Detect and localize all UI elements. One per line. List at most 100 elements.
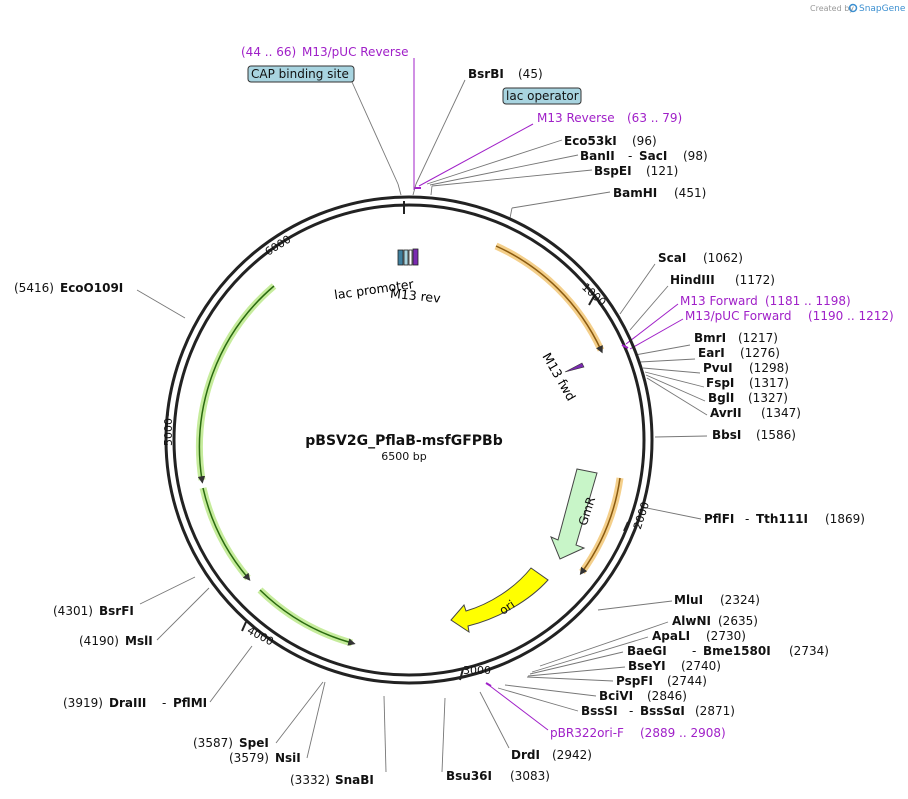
backbone	[164, 195, 654, 685]
site-bme1580i-name: Bme1580I	[703, 644, 771, 658]
site-scai-pos: (1062)	[703, 251, 743, 265]
gmr-feature: GmR	[550, 468, 598, 560]
site-bsssi-pos: (2871)	[695, 704, 735, 718]
site-banii-pos: (98)	[683, 149, 708, 163]
site-pflfi-sep: -	[745, 512, 749, 526]
site-bseyi-name: BseYI	[628, 659, 666, 673]
m13-rev-label: M13 rev	[389, 286, 442, 306]
site-nsii-name: NsiI	[275, 751, 301, 765]
primer-m13-fwd-range: (1181 .. 1198)	[765, 294, 851, 308]
site-draiii-sep: -	[162, 696, 166, 710]
primer-m13puc-fwd-name: M13/pUC Forward	[685, 309, 792, 323]
site-bspei-pos: (121)	[646, 164, 678, 178]
site-hindiii-name: HindIII	[670, 273, 715, 287]
primer-m13puc-rev-name: M13/pUC Reverse	[302, 45, 409, 59]
site-bsrfi-name: BsrFI	[99, 604, 134, 618]
site-mlui-name: MluI	[674, 593, 703, 607]
site-spei-pos: (3587)	[193, 736, 233, 750]
site-tth111i-name: Tth111I	[756, 512, 808, 526]
credit-prefix: Created by	[810, 4, 854, 13]
site-spei-name: SpeI	[239, 736, 269, 750]
site-bsu36i-pos: (3083)	[510, 769, 550, 783]
gfp-arcs	[196, 283, 356, 647]
site-bsssi-name: BssSI	[581, 704, 618, 718]
site-eari-name: EarI	[698, 346, 725, 360]
site-bsrfi-pos: (4301)	[53, 604, 93, 618]
primer-m13-rev-range: (63 .. 79)	[627, 111, 682, 125]
site-bgli-name: BglI	[708, 391, 734, 405]
site-nsii-pos: (3579)	[229, 751, 269, 765]
tick-label-4000: 4000	[245, 624, 276, 649]
site-bseyi-pos: (2740)	[681, 659, 721, 673]
site-pflfi-pos: (1869)	[825, 512, 865, 526]
orf-arc-top	[494, 242, 605, 354]
site-apali-name: ApaLI	[652, 629, 690, 643]
site-bmri-name: BmrI	[694, 331, 726, 345]
site-bsssai-name: BssSαI	[640, 704, 685, 718]
site-eco0109i-name: EcoO109I	[60, 281, 123, 295]
site-baegi-pos: (2734)	[789, 644, 829, 658]
site-eco53ki-pos: (96)	[632, 134, 657, 148]
site-msli-pos: (4190)	[79, 634, 119, 648]
site-bamhi-pos: (451)	[674, 186, 706, 200]
primer-m13-rev-name: M13 Reverse	[537, 111, 615, 125]
tick-label-1000: 1000	[579, 281, 609, 309]
site-pvui-name: PvuI	[703, 361, 733, 375]
site-alwni-pos: (2635)	[718, 614, 758, 628]
tick-label-5000: 5000	[162, 418, 175, 446]
site-fspi-pos: (1317)	[749, 376, 789, 390]
site-bcivi-name: BciVI	[599, 689, 633, 703]
primer-pbr-range: (2889 .. 2908)	[640, 726, 726, 740]
site-fspi-name: FspI	[706, 376, 734, 390]
site-bgli-pos: (1327)	[748, 391, 788, 405]
site-bsssi-sep: -	[629, 704, 633, 718]
site-bsu36i-name: Bsu36I	[446, 769, 492, 783]
plasmid-name: pBSV2G_PflaB-msfGFPBb	[305, 433, 502, 449]
leader-lines	[136, 79, 708, 773]
lac-features	[397, 187, 629, 687]
plasmid-length: 6500 bp	[381, 450, 426, 463]
site-alwni-name: AlwNI	[672, 614, 711, 628]
site-draiii-pos: (3919)	[63, 696, 103, 710]
site-banii-name: BanII	[580, 149, 615, 163]
tick-marks	[165, 201, 629, 681]
site-apali-pos: (2730)	[706, 629, 746, 643]
orf-arc-right	[579, 477, 624, 576]
site-hindiii-pos: (1172)	[735, 273, 775, 287]
site-baegi-sep: -	[692, 644, 696, 658]
cap-label: CAP binding site	[251, 67, 349, 81]
ori-feature: ori	[450, 567, 549, 634]
site-avrii-pos: (1347)	[761, 406, 801, 420]
site-drdi-pos: (2942)	[552, 748, 592, 762]
site-bbsi-name: BbsI	[712, 428, 741, 442]
tick-label-3000: 3000	[463, 664, 491, 677]
site-bbsi-pos: (1586)	[756, 428, 796, 442]
primer-pbr-name: pBR322ori-F	[550, 726, 624, 740]
site-bsrbi-name: BsrBI	[468, 67, 504, 81]
site-pspfi-pos: (2744)	[667, 674, 707, 688]
site-pflmi-name: PflMI	[173, 696, 207, 710]
site-pflfi-name: PflFI	[704, 512, 734, 526]
site-eco0109i-pos: (5416)	[14, 281, 54, 295]
site-draiii-name: DraIII	[109, 696, 146, 710]
site-snabi-pos: (3332)	[290, 773, 330, 787]
site-mlui-pos: (2324)	[720, 593, 760, 607]
snapgene-credit: Created by SnapGene	[810, 3, 906, 14]
m13-fwd-label: M13 fwd	[539, 350, 578, 403]
cap-binding-box: CAP binding site	[247, 65, 355, 83]
primer-m13puc-fwd-range: (1190 .. 1212)	[808, 309, 894, 323]
site-eco53ki-name: Eco53kI	[564, 134, 617, 148]
site-pspfi-name: PspFI	[616, 674, 653, 688]
site-snabi-name: SnaBI	[335, 773, 374, 787]
primer-m13puc-rev-range: (44 .. 66)	[241, 45, 296, 59]
site-bamhi-name: BamHI	[613, 186, 657, 200]
site-msli-name: MslI	[125, 634, 153, 648]
site-bspei-name: BspEI	[594, 164, 632, 178]
site-baegi-name: BaeGI	[627, 644, 667, 658]
site-bsrbi-pos: (45)	[518, 67, 543, 81]
credit-brand: SnapGene	[859, 4, 906, 14]
site-eari-pos: (1276)	[740, 346, 780, 360]
site-bcivi-pos: (2846)	[647, 689, 687, 703]
